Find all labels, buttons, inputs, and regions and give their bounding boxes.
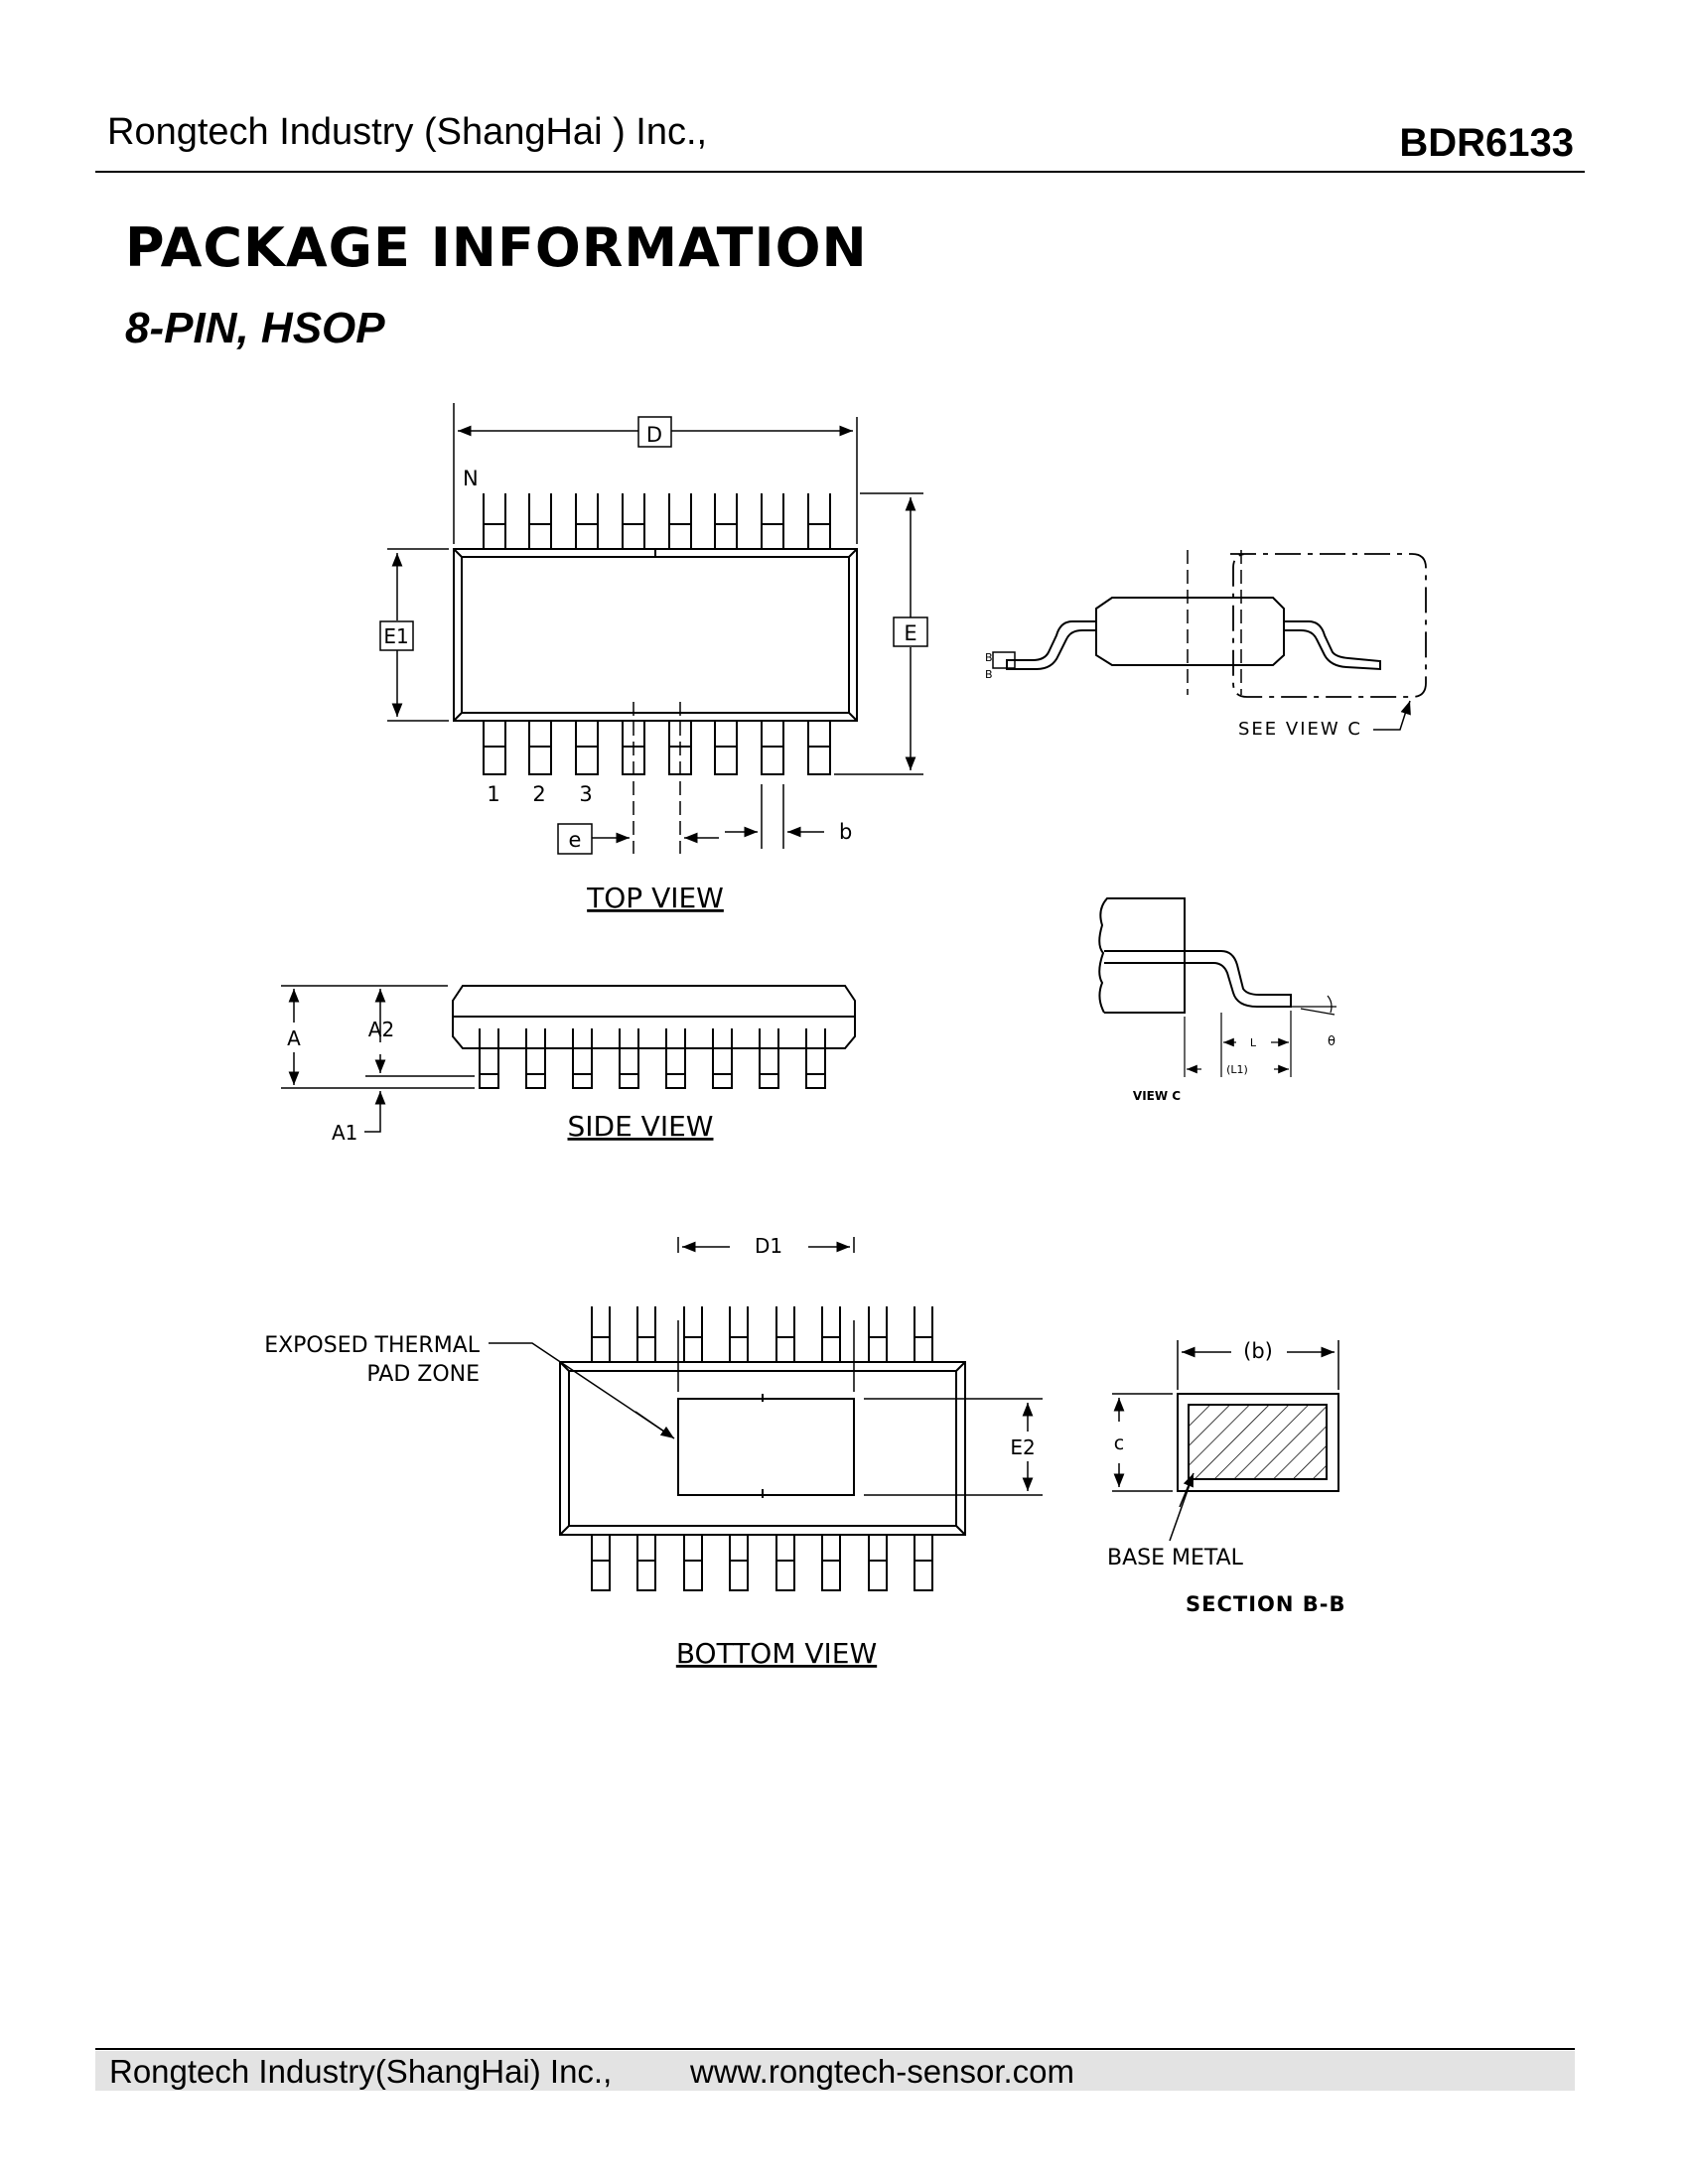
bottom-view-label-d1: D1 xyxy=(755,1234,782,1258)
base-metal-label: BASE METAL xyxy=(1107,1546,1244,1570)
top-view-label-b: b xyxy=(839,820,852,844)
top-view-label-n: N xyxy=(463,467,479,490)
top-view-label-e: E xyxy=(904,621,916,645)
header-part-number: BDR6133 xyxy=(1399,121,1574,165)
section-title: PACKAGE INFORMATION xyxy=(125,216,868,279)
section-bb-label-b: (b) xyxy=(1243,1339,1273,1363)
top-view-pin-2: 2 xyxy=(532,782,545,806)
side-view-label-a: A xyxy=(287,1026,301,1050)
section-bb-label-c: c xyxy=(1114,1433,1124,1454)
see-view-c-label: SEE VIEW C xyxy=(1238,719,1362,740)
top-view-label-pitch: e xyxy=(569,828,582,852)
header-divider xyxy=(95,171,1585,173)
top-view xyxy=(379,403,928,855)
profile-view xyxy=(992,550,1427,731)
bottom-view-caption: BOTTOM VIEW xyxy=(676,1637,877,1670)
profile-label-b-bottom: B xyxy=(985,668,993,681)
thermal-pad-label-line1: EXPOSED THERMAL xyxy=(264,1333,481,1358)
bottom-view-pins-upper xyxy=(591,1306,933,1362)
bottom-view-body xyxy=(559,1361,966,1536)
side-view-label-a2: A2 xyxy=(368,1018,394,1041)
profile-label-b-top: B xyxy=(985,651,993,664)
view-c-caption: VIEW C xyxy=(1133,1089,1181,1103)
footer-bar xyxy=(95,2051,1575,2091)
view-c-detail xyxy=(1098,897,1336,1077)
section-subtitle: 8-PIN, HSOP xyxy=(125,304,385,352)
footer-website-link[interactable]: www.rongtech-sensor.com xyxy=(690,2053,1074,2090)
footer-divider xyxy=(95,2048,1575,2050)
bottom-view xyxy=(489,1237,1043,1591)
top-view-label-d: D xyxy=(646,423,662,447)
side-view-caption: SIDE VIEW xyxy=(568,1110,714,1143)
bottom-view-label-e2: E2 xyxy=(1010,1435,1035,1459)
section-bb xyxy=(1112,1340,1339,1542)
side-view xyxy=(281,985,856,1133)
top-view-caption: TOP VIEW xyxy=(586,882,724,914)
top-view-pin-3: 3 xyxy=(579,782,592,806)
section-bb-caption: SECTION B-B xyxy=(1186,1592,1346,1616)
view-c-label-l1: (L1) xyxy=(1226,1063,1248,1076)
footer-company: Rongtech Industry(ShangHai) Inc., xyxy=(109,2053,613,2090)
top-view-pins-upper xyxy=(483,493,831,549)
top-view-body xyxy=(453,548,858,722)
view-c-label-theta: θ xyxy=(1328,1034,1336,1049)
bottom-view-pins-lower xyxy=(591,1535,933,1591)
side-view-pins xyxy=(479,1028,826,1089)
thermal-pad-label-line2: PAD ZONE xyxy=(366,1362,480,1387)
top-view-pins-lower xyxy=(483,721,831,775)
section-bb-base-metal xyxy=(1188,1404,1328,1480)
side-view-label-a1: A1 xyxy=(332,1121,357,1145)
thermal-pad xyxy=(677,1398,855,1496)
top-view-pin-1: 1 xyxy=(487,782,499,806)
header-company: Rongtech Industry (ShangHai ) Inc., xyxy=(107,111,708,153)
top-view-label-e1: E1 xyxy=(383,624,408,648)
view-c-label-l: L xyxy=(1250,1036,1257,1049)
